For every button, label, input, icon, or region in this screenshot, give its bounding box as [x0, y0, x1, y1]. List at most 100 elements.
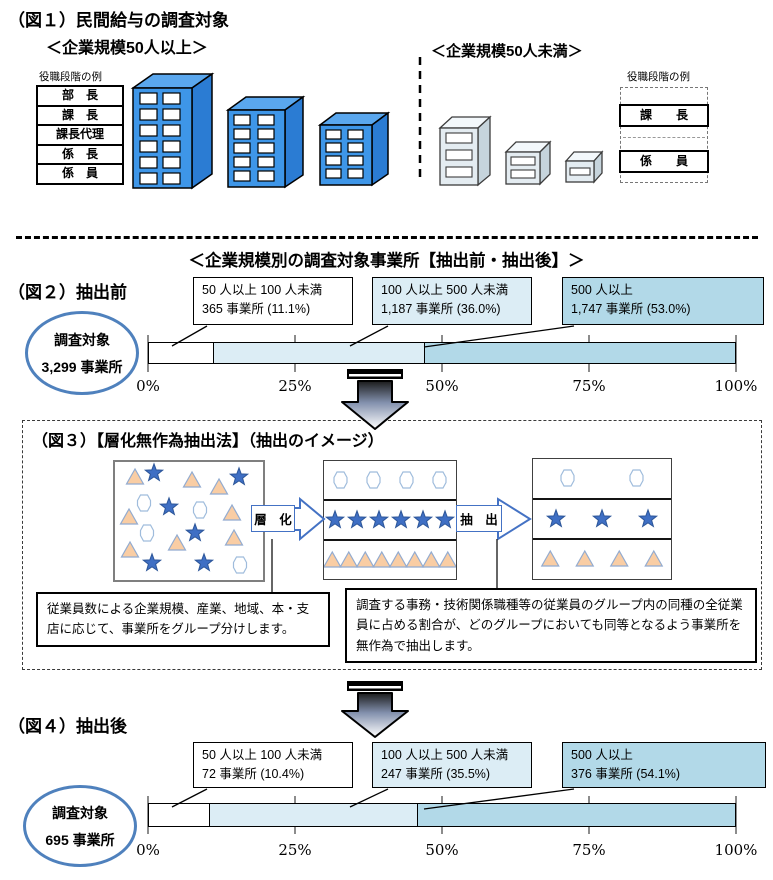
bar-segment-3: [417, 804, 735, 826]
axis-tick-label: 100%: [714, 377, 758, 395]
axis-tick-label: 0%: [136, 841, 160, 859]
label-line: 50 人以上 100 人未満: [202, 283, 323, 297]
star-icon: [368, 509, 390, 529]
axis-labels: 0%25%50%75%100%: [136, 377, 757, 397]
fig2-label-box-1: 50 人以上 100 人未満 365 事業所 (11.1%): [193, 277, 353, 325]
oval-line: 調査対象: [54, 331, 110, 348]
triangle-icon: [421, 550, 441, 568]
triangle-icon: [405, 550, 425, 568]
triangle-icon: [372, 550, 392, 568]
axis-tick-label: 100%: [714, 841, 758, 859]
star-icon: [390, 509, 412, 529]
oval-line: 695 事業所: [45, 831, 115, 848]
fig1-left-subtitle: ＜企業規模50人以上＞: [46, 40, 208, 57]
rank-row: 課 長: [619, 104, 709, 127]
axis-tick: [735, 335, 737, 372]
fig2-total-oval: 調査対象 3,299 事業所: [25, 311, 139, 395]
star-icon: [141, 552, 163, 572]
fig1-right-rank-table: 課 長 係 員: [619, 87, 709, 183]
triangle-icon: [209, 477, 229, 495]
label-line: 100 人以上 500 人未満: [381, 748, 509, 762]
axis-tick-label: 75%: [572, 841, 606, 859]
label-line: 1,187 事業所 (36.0%): [381, 302, 501, 317]
star-icon: [324, 509, 346, 529]
star-icon: [545, 507, 567, 528]
star-icon: [158, 496, 180, 516]
star-icon: [143, 462, 165, 482]
hexagon-icon: [399, 471, 414, 489]
label-line: 100 人以上 500 人未満: [381, 283, 509, 297]
axis-tick-label: 25%: [278, 377, 312, 395]
stratify-arrow-label: 層 化: [251, 505, 295, 532]
star-row: [324, 499, 456, 539]
fig1-left-rank-table: 部 長 課 長 課長代理 係 長 係 員: [36, 85, 124, 185]
section-title: ＜企業規模別の調査対象事業所【抽出前・抽出後】＞: [188, 252, 585, 270]
star-icon: [591, 507, 613, 528]
fig1-buildings-graphic: [130, 57, 604, 190]
bar-segment-3: [424, 343, 735, 363]
label-line: 50 人以上 100 人未満: [202, 748, 323, 762]
bar: [148, 342, 736, 364]
hexagon-icon: [432, 471, 447, 489]
label-line: 376 事業所 (54.1%): [571, 767, 681, 782]
triangle-icon: [182, 470, 202, 488]
triangle-icon: [339, 550, 359, 568]
rank-row: 係 長: [38, 143, 122, 164]
hexagon-icon: [139, 524, 155, 542]
oval-line: 3,299 事業所: [41, 358, 123, 375]
triangle-icon: [609, 550, 629, 567]
bar-segment-2: [214, 343, 425, 363]
axis-tick-label: 50%: [425, 377, 459, 395]
triangle-icon: [324, 550, 342, 568]
office-building-icon: [225, 95, 306, 189]
label-line: 247 事業所 (35.5%): [381, 767, 491, 782]
star-icon: [346, 509, 368, 529]
hexagon-icon: [136, 494, 152, 512]
triangle-row: [324, 539, 456, 579]
star-icon: [434, 509, 456, 529]
axis-tick-label: 50%: [425, 841, 459, 859]
star-icon: [637, 507, 659, 528]
axis-tick-label: 75%: [572, 377, 606, 395]
triangle-icon: [575, 550, 595, 567]
oval-line: 調査対象: [52, 804, 108, 821]
rank-row: 係 員: [619, 150, 709, 173]
star-row-shapes: [545, 507, 659, 528]
hexagon-row: [533, 459, 671, 498]
hexagon-icon: [366, 471, 381, 489]
star-icon: [184, 522, 206, 542]
fig1-right-subtitle: ＜企業規模50人未満＞: [431, 43, 583, 60]
triangle-row-shapes: [324, 550, 456, 568]
triangle-icon: [167, 533, 187, 551]
office-building-icon: [130, 72, 215, 190]
triangle-icon: [388, 550, 408, 568]
fig3-note-left: 従業員数による企業規模、産業、地域、本・支店に応じて、事業所をグループ分けします…: [36, 592, 330, 647]
triangle-icon: [222, 503, 242, 521]
fig2-title: （図２）抽出前: [8, 283, 127, 302]
star-icon: [193, 552, 215, 572]
office-building-icon: [564, 150, 604, 184]
triangle-row: [533, 538, 671, 579]
hexagon-icon: [333, 471, 348, 489]
scatter-shapes: [119, 462, 250, 574]
fig3-scatter-box: [113, 460, 265, 582]
star-icon: [412, 509, 434, 529]
fig1-left-table-label: 役職段階の例: [39, 71, 102, 83]
hexagon-icon: [232, 556, 248, 574]
bar-segment-1: [149, 804, 210, 826]
bar-segment-2: [209, 804, 418, 826]
hexagon-icon: [560, 469, 575, 487]
axis-labels: 0%25%50%75%100%: [136, 841, 757, 861]
hexagon-row-shapes: [333, 471, 447, 489]
fig2-label-box-2: 100 人以上 500 人未満 1,187 事業所 (36.0%): [372, 277, 532, 325]
office-building-icon: [438, 115, 492, 187]
sample-arrow-label: 抽 出: [456, 505, 502, 532]
fig3-stratified-box: [323, 460, 457, 580]
triangle-icon: [355, 550, 375, 568]
hexagon-row-shapes: [560, 469, 644, 487]
bar: [148, 803, 736, 827]
triangle-icon: [438, 550, 456, 568]
rank-row: 係 員: [38, 163, 122, 183]
fig4-label-box-3: 500 人以上 376 事業所 (54.1%): [562, 742, 766, 788]
